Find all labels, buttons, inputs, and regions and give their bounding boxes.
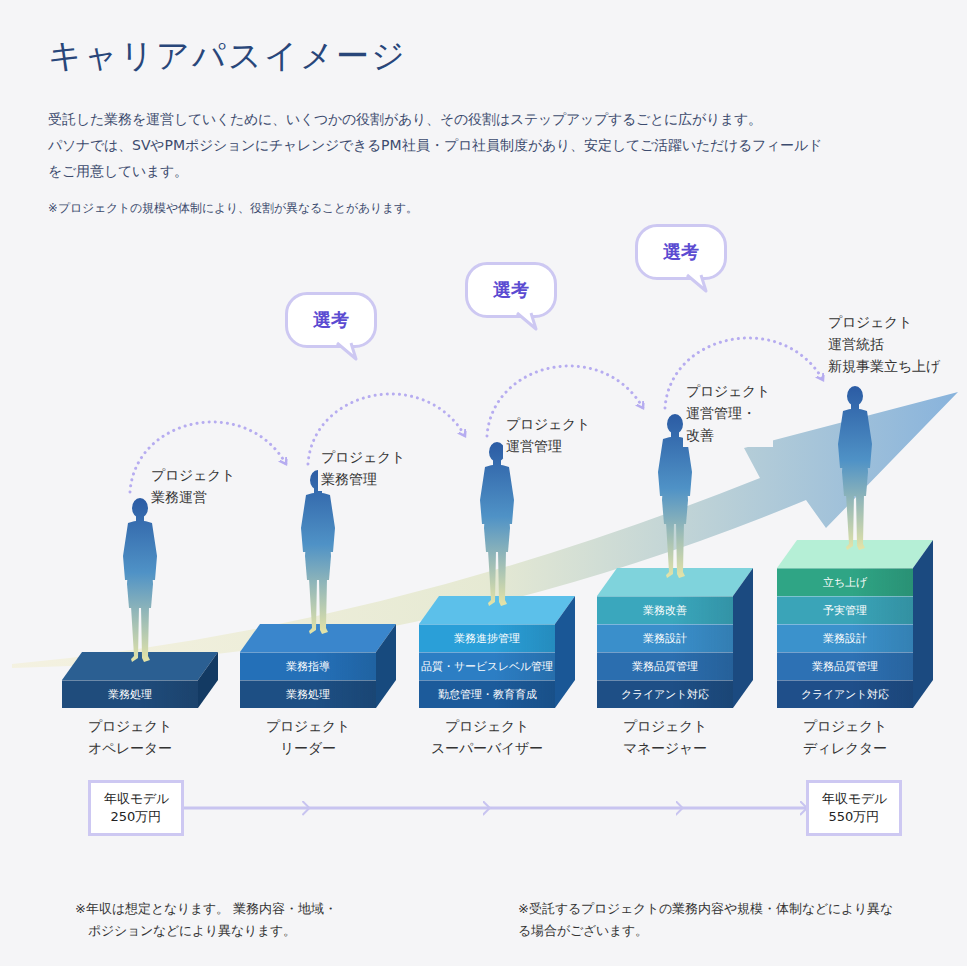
career-stage: プロジェクト オペレーター 業務処理 [53, 492, 207, 764]
layer-label: 立ち上げ [823, 575, 867, 590]
role-text: プロジェクト リーダー [266, 716, 350, 759]
layer-block: 業務処理 [62, 680, 198, 708]
bubble-text: 選考 [313, 308, 349, 332]
layer-block: 業務処理 [240, 680, 376, 708]
salary-text: 年収モデル 550万円 [822, 790, 887, 825]
career-stage: プロジェクト リーダー 業務指導業務処理 [231, 464, 385, 764]
role-text: プロジェクト オペレーター [88, 716, 172, 759]
label-text: 受託した業務を運営していくために、いくつかの役割があり、その役割はステップアップ… [48, 106, 762, 132]
layer-label: 業務設計 [823, 631, 867, 646]
layer-block: 品質・サービスレベル管理 [419, 652, 555, 680]
layer-block: クライアント対応 [777, 680, 913, 708]
bubble-tail [336, 342, 360, 362]
role-name: プロジェクト リーダー [231, 716, 385, 759]
layer-label: 業務進捗管理 [454, 631, 520, 646]
layer-label: 品質・サービスレベル管理 [421, 659, 553, 674]
bubble-tail [686, 274, 710, 294]
layer-label: 業務設計 [643, 631, 687, 646]
selection-bubble: 選考 [635, 224, 727, 280]
growth-arrow [12, 392, 958, 668]
layer-label: クライアント対応 [801, 687, 889, 702]
layer-block: 立ち上げ [777, 568, 913, 596]
layer-label: 業務品質管理 [812, 659, 878, 674]
layer-block: 予実管理 [777, 596, 913, 624]
label-text: プロジェクト 運営管理・改善 [683, 379, 773, 447]
layer-block: 業務設計 [777, 624, 913, 652]
text-label: ※受託するプロジェクトの業務内容や規模・体制などにより異なる場合がございます。 [518, 898, 893, 942]
layer-label: 業務指導 [286, 659, 330, 674]
label-text: ※受託するプロジェクトの業務内容や規模・体制などにより異なる場合がございます。 [518, 898, 893, 942]
layer-block: 勤怠管理・教育育成 [419, 680, 555, 708]
page-title: キャリアパスイメージ [48, 34, 407, 79]
salary-box: 年収モデル 550万円 [806, 780, 902, 836]
text-label: ※プロジェクトの規模や体制により、役割が異なることがあります。 [48, 199, 748, 217]
layer-block: 業務品質管理 [777, 652, 913, 680]
layer-label: 業務品質管理 [632, 659, 698, 674]
text-label: 受託した業務を運営していくために、いくつかの役割があり、その役割はステップアップ… [48, 106, 848, 132]
career-stage: プロジェクト ディレクター 立ち上げ予実管理業務設計業務品質管理クライアント対応 [768, 380, 922, 764]
layer-label: 勤怠管理・教育育成 [438, 687, 537, 702]
salary-text: 年収モデル 250万円 [104, 790, 169, 825]
layer-label: 業務処理 [286, 687, 330, 702]
layer-block: 業務改善 [597, 596, 733, 624]
title-text: キャリアパスイメージ [48, 36, 407, 75]
label-text: ※プロジェクトの規模や体制により、役割が異なることがあります。 [48, 199, 418, 217]
text-label: プロジェクト 運営管理・改善 [683, 379, 773, 447]
label-text: パソナでは、SVやPMポジションにチャレンジできるPM社員・プロ社員制度があり、… [48, 132, 823, 184]
text-label: プロジェクト 運営統括 新規事業立ち上げ [825, 310, 943, 378]
salary-box: 年収モデル 250万円 [88, 780, 184, 836]
layer-block: 業務指導 [240, 652, 376, 680]
label-text: プロジェクト 業務運営 [148, 463, 238, 509]
role-name: プロジェクト スーパーバイザー [410, 716, 564, 759]
layer-label: クライアント対応 [621, 687, 709, 702]
label-text: ※年収は想定となります。 業務内容・地域・ポジションなどにより異なります。 [75, 898, 508, 942]
career-stage: プロジェクト スーパーバイザー 業務進捗管理品質・サービスレベル管理勤怠管理・教育… [410, 436, 564, 764]
layer-label: 予実管理 [823, 603, 867, 618]
layer-label: 業務処理 [108, 687, 152, 702]
text-label: プロジェクト 業務管理 [318, 445, 408, 491]
role-text: プロジェクト ディレクター [803, 716, 887, 759]
pedestal-faces [62, 540, 933, 708]
layer-block: 業務品質管理 [597, 652, 733, 680]
selection-bubble: 選考 [285, 292, 377, 348]
role-name: プロジェクト オペレーター [53, 716, 207, 759]
role-name: プロジェクト マネージャー [588, 716, 742, 759]
layer-label: 業務改善 [643, 603, 687, 618]
text-label: ※年収は想定となります。 業務内容・地域・ポジションなどにより異なります。 [75, 898, 508, 942]
bubble-tail [516, 312, 540, 332]
role-text: プロジェクト マネージャー [623, 716, 707, 759]
layer-block: 業務設計 [597, 624, 733, 652]
bubble-text: 選考 [663, 240, 699, 264]
role-name: プロジェクト ディレクター [768, 716, 922, 759]
role-text: プロジェクト スーパーバイザー [431, 716, 543, 759]
career-stage: プロジェクト マネージャー 業務改善業務設計業務品質管理クライアント対応 [588, 408, 742, 764]
label-text: プロジェクト 業務管理 [318, 445, 408, 491]
text-label: パソナでは、SVやPMポジションにチャレンジできるPM社員・プロ社員制度があり、… [48, 132, 823, 184]
selection-bubble: 選考 [465, 262, 557, 318]
text-label: プロジェクト 業務運営 [148, 463, 238, 509]
bubble-text: 選考 [493, 278, 529, 302]
label-text: プロジェクト 運営統括 新規事業立ち上げ [825, 310, 943, 378]
label-text: プロジェクト 運営管理 [503, 412, 593, 458]
layer-block: クライアント対応 [597, 680, 733, 708]
layer-block: 業務進捗管理 [419, 624, 555, 652]
salary-arrow [184, 807, 806, 810]
text-label: プロジェクト 運営管理 [503, 412, 593, 458]
